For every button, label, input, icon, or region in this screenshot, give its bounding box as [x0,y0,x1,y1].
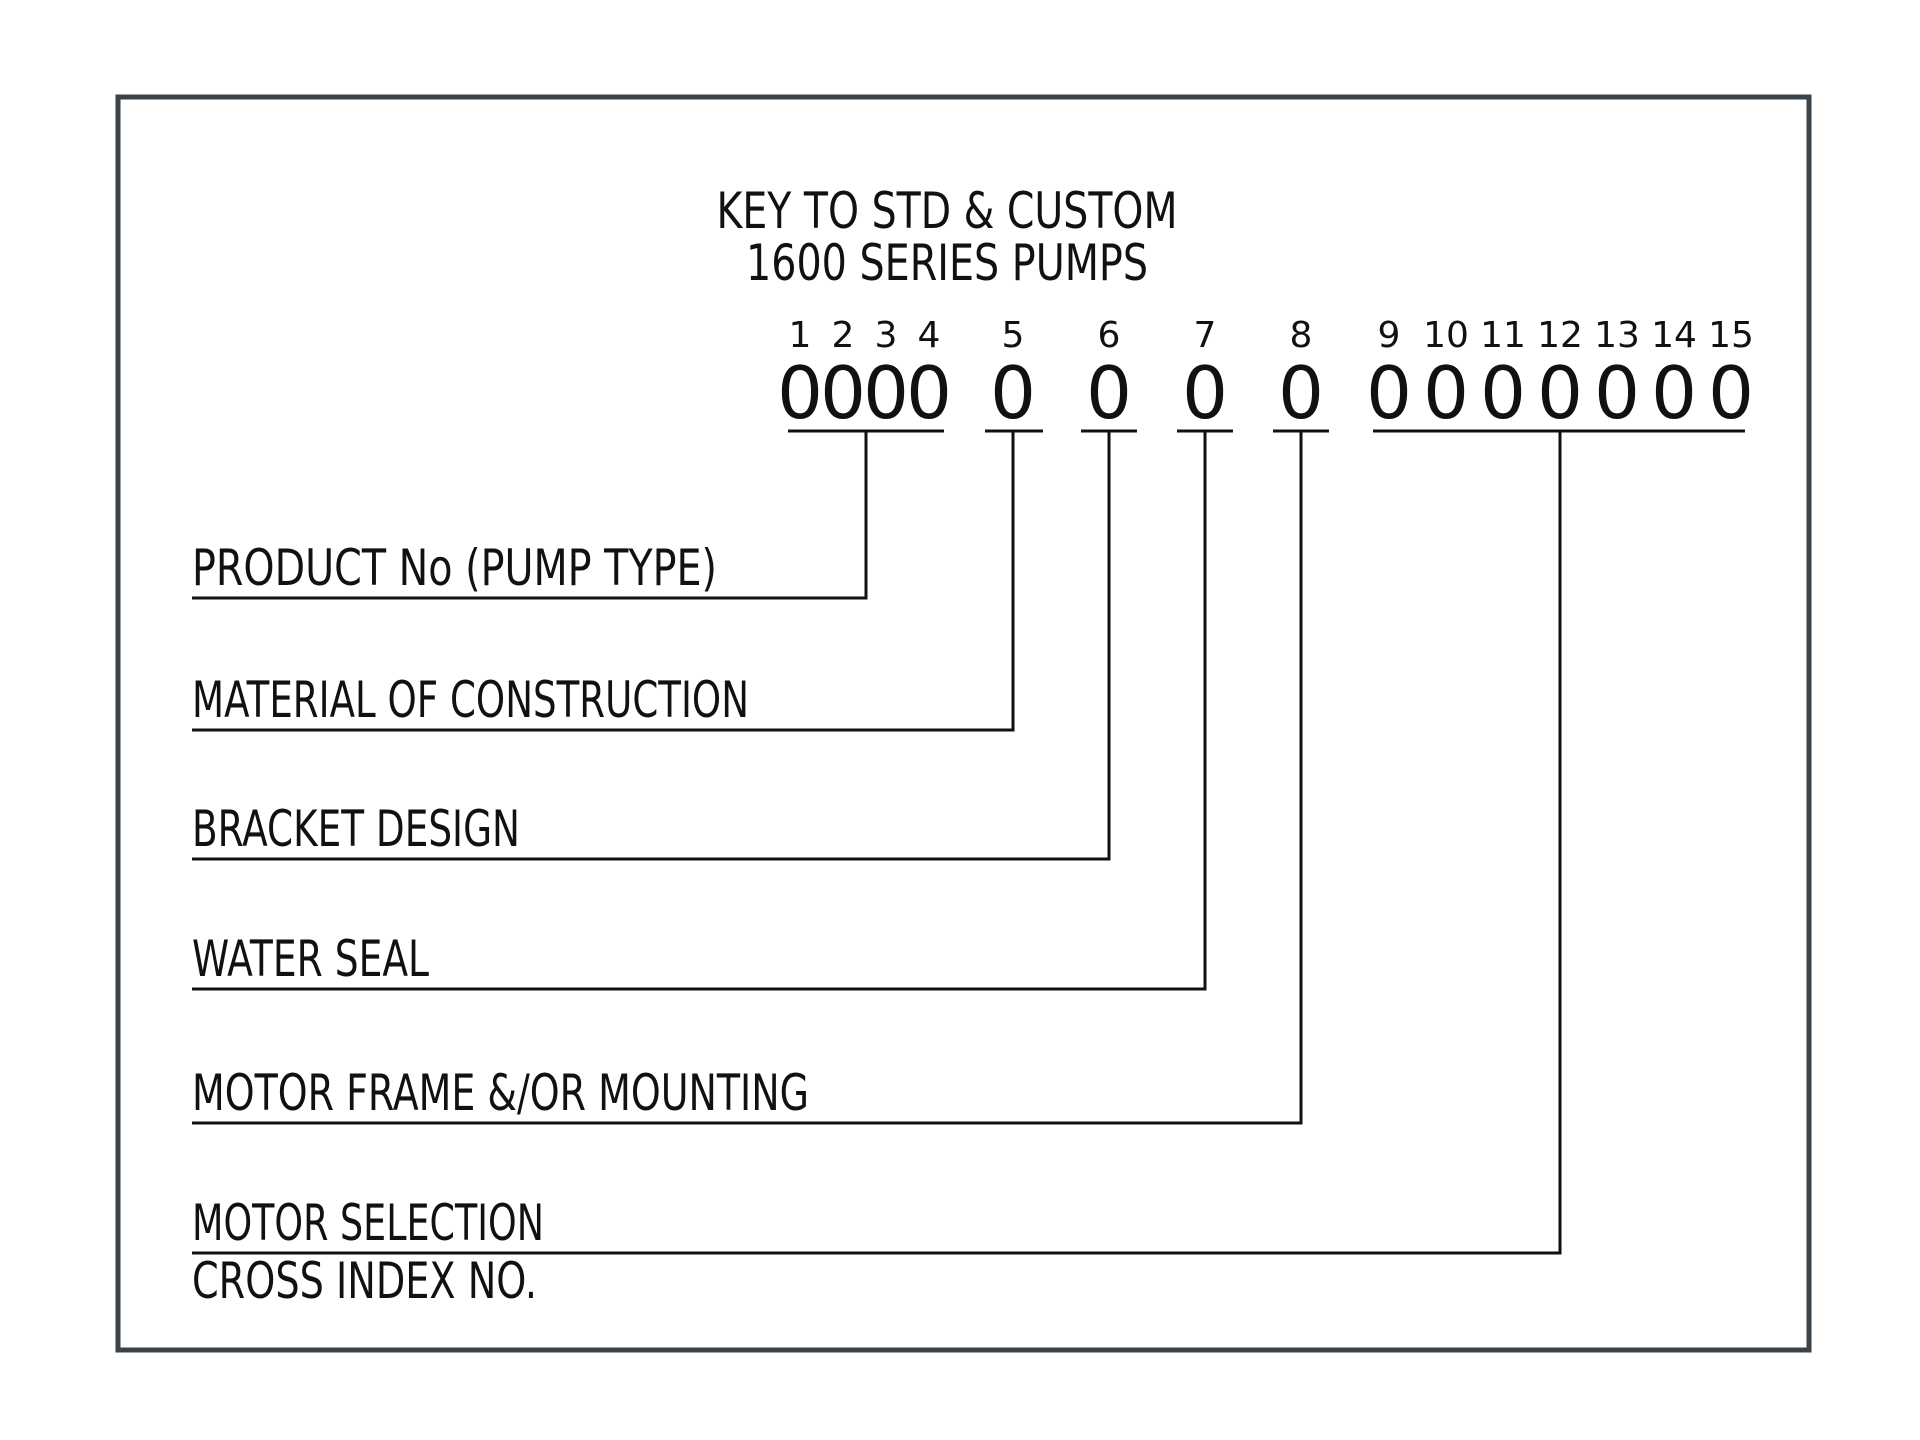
code-digit-11: 0 [1480,351,1526,435]
leader-line-4 [192,431,1207,991]
field-label-2: MATERIAL OF CONSTRUCTION [192,671,749,729]
code-digit-14: 0 [1651,351,1697,435]
code-digit-12: 0 [1537,351,1583,435]
field-label-5: MOTOR FRAME &/OR MOUNTING [192,1064,809,1122]
position-number-15: 15 [1708,315,1754,356]
field-labels: PRODUCT No (PUMP TYPE) MATERIAL OF CONSTR… [192,539,809,1310]
position-number-3: 3 [875,315,898,356]
diagram-title-line-1: KEY TO STD & CUSTOM [717,182,1178,240]
position-number-1: 1 [789,315,812,356]
position-number-14: 14 [1651,315,1697,356]
leader-line-1 [192,431,868,600]
position-number-10: 10 [1423,315,1469,356]
diagram-title-line-2: 1600 SERIES PUMPS [746,234,1148,292]
code-digit-15: 0 [1708,351,1754,435]
position-number-2: 2 [832,315,855,356]
code-digit-6: 0 [1086,351,1132,435]
code-digit-8: 0 [1278,351,1324,435]
position-number-12: 12 [1537,315,1583,356]
code-digit-1: 0 [777,351,823,435]
position-number-9: 9 [1378,315,1401,356]
diagram-border [115,94,1812,1353]
field-label-6: MOTOR SELECTION [192,1194,544,1252]
code-digit-10: 0 [1423,351,1469,435]
leader-line-5 [192,431,1303,1125]
code-digit-9: 0 [1366,351,1412,435]
leader-line-6 [192,431,1562,1255]
code-digit-5: 0 [990,351,1036,435]
leader-line-3 [192,431,1111,861]
leader-line-2 [192,431,1015,732]
field-label-4: WATER SEAL [192,930,429,988]
code-digit-13: 0 [1594,351,1640,435]
position-number-5: 5 [1002,315,1025,356]
position-number-8: 8 [1290,315,1313,356]
position-number-13: 13 [1594,315,1640,356]
leader-lines [192,431,1562,1255]
field-sublabel-6: CROSS INDEX NO. [192,1252,537,1310]
field-label-3: BRACKET DESIGN [192,800,520,858]
code-digit-3: 0 [863,351,909,435]
code-digit-2: 0 [820,351,866,435]
position-number-4: 4 [918,315,941,356]
position-number-6: 6 [1098,315,1121,356]
position-number-7: 7 [1194,315,1217,356]
field-label-1: PRODUCT No (PUMP TYPE) [192,539,717,597]
position-number-11: 11 [1480,315,1526,356]
code-digit-7: 0 [1182,351,1228,435]
code-digit-4: 0 [906,351,952,435]
